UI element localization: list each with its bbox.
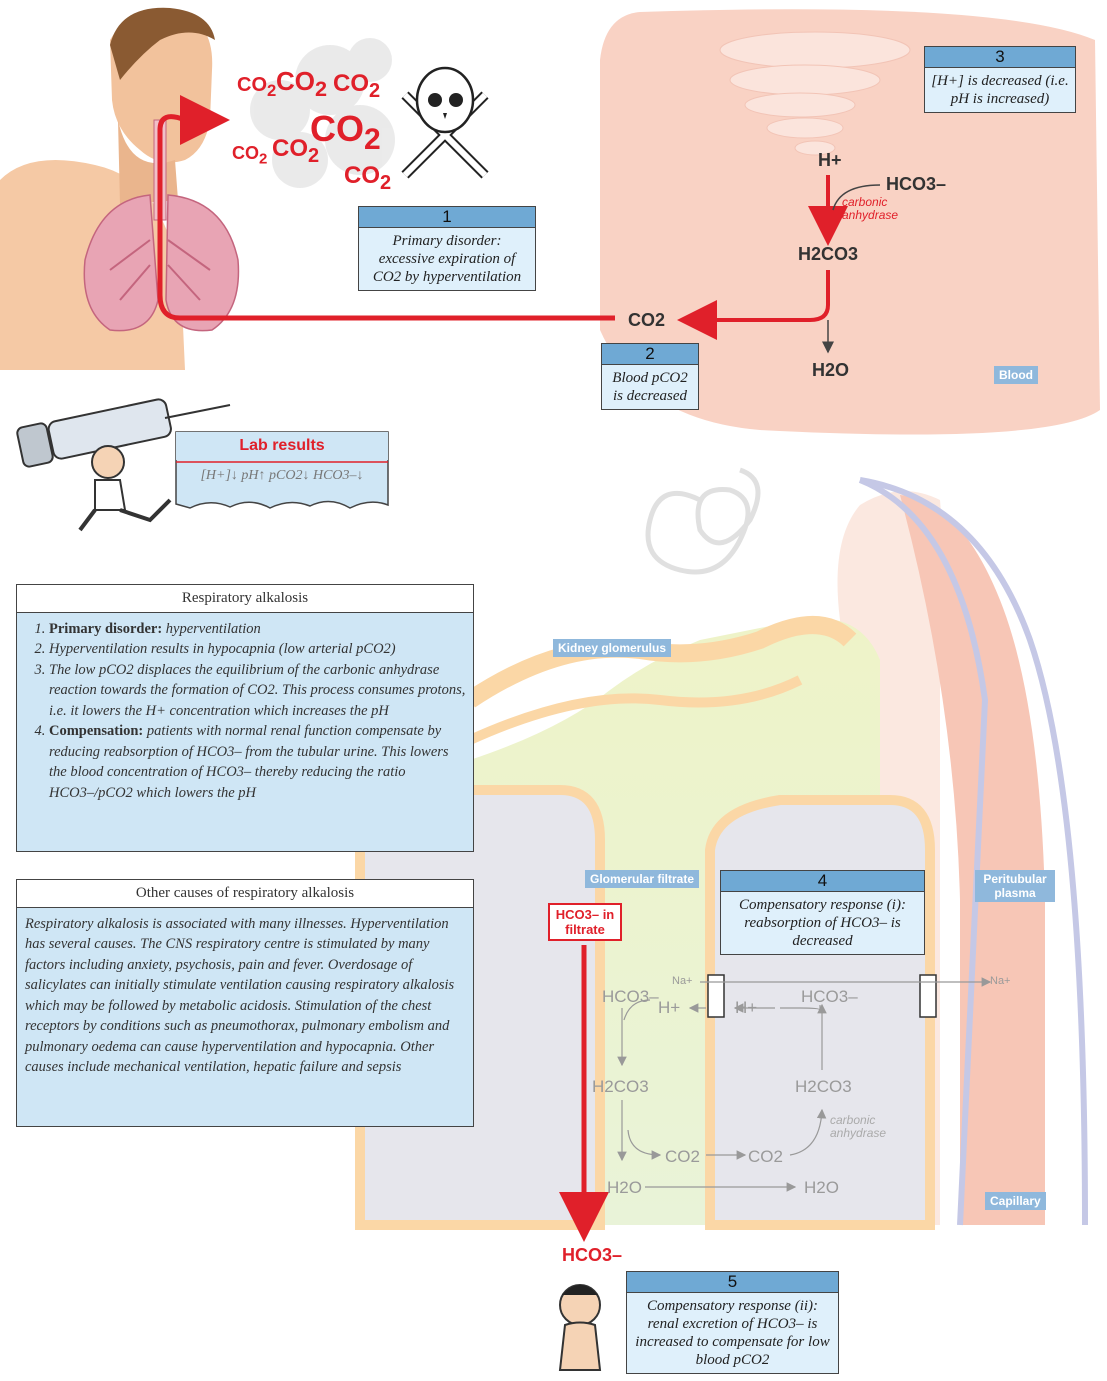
hco3-cell-label: HCO3– xyxy=(801,987,858,1007)
list-item: Compensation: patients with normal renal… xyxy=(49,721,467,803)
co2-cell-label: CO2 xyxy=(748,1147,783,1167)
h2co3-label: H2CO3 xyxy=(798,244,858,265)
co2-label: CO2 xyxy=(237,74,276,101)
step-text: Compensatory response (i): reabsorption … xyxy=(721,892,924,954)
lab-results-values: [H+]↓ pH↑ pCO2↓ HCO3–↓ xyxy=(176,468,388,484)
co2-label: CO2 xyxy=(333,70,380,103)
co2-label: CO2 xyxy=(344,162,391,195)
step-text: [H+] is decreased (i.e. pH is increased) xyxy=(925,68,1075,112)
enzyme-label: carbonic anhydrase xyxy=(842,196,922,222)
step-4-box: 4 Compensatory response (i): reabsorptio… xyxy=(720,870,925,955)
step-2-box: 2 Blood pCO2 is decreased xyxy=(601,343,699,410)
blood-tag: Blood xyxy=(994,366,1038,384)
step-1-box: 1 Primary disorder: excessive expiration… xyxy=(358,206,536,291)
co2-label: CO2 xyxy=(272,135,319,168)
capillary-tag: Capillary xyxy=(985,1192,1046,1210)
list-item: Primary disorder: hyperventilation xyxy=(49,619,467,640)
alkalosis-list: Primary disorder: hyperventilation Hyper… xyxy=(49,619,467,804)
list-item: The low pCO2 displaces the equilibrium o… xyxy=(49,660,467,722)
co2-lumen-label: CO2 xyxy=(665,1147,700,1167)
list-item: Hyperventilation results in hypocapnia (… xyxy=(49,639,467,660)
co2-label: CO2 xyxy=(276,66,327,102)
step-number: 3 xyxy=(925,47,1075,68)
lab-results-title: Lab results xyxy=(176,437,388,455)
hco3-filtrate-label: HCO3– in filtrate xyxy=(548,903,622,941)
panel-title: Respiratory alkalosis xyxy=(17,585,473,613)
panel-title: Other causes of respiratory alkalosis xyxy=(17,880,473,908)
hco3-label: HCO3– xyxy=(886,174,946,195)
h-lumen-label: H+ xyxy=(658,998,680,1018)
co2-label: CO2 xyxy=(232,143,267,168)
h2co3-lumen-label: H2CO3 xyxy=(592,1077,649,1097)
child-icon xyxy=(560,1285,600,1370)
hco3-excreted-label: HCO3– xyxy=(562,1245,622,1266)
h2o-cell-label: H2O xyxy=(804,1178,839,1198)
skull-crossbones-icon xyxy=(405,68,485,175)
glomerular-filtrate-tag: Glomerular filtrate xyxy=(585,870,699,888)
na-plasma-label: Na+ xyxy=(990,975,1011,987)
step-number: 1 xyxy=(359,207,535,228)
step-number: 2 xyxy=(602,344,698,365)
co2-label: CO2 xyxy=(310,108,381,157)
enzyme-cell-label: carbonic anhydrase xyxy=(830,1114,900,1140)
na-lumen-label: Na+ xyxy=(672,975,693,987)
other-causes-panel: Other causes of respiratory alkalosis Re… xyxy=(16,879,474,1127)
respiratory-alkalosis-panel: Respiratory alkalosis Primary disorder: … xyxy=(16,584,474,852)
step-5-box: 5 Compensatory response (ii): renal excr… xyxy=(626,1271,839,1374)
step-number: 4 xyxy=(721,871,924,892)
h2o-lumen-label: H2O xyxy=(607,1178,642,1198)
step-number: 5 xyxy=(627,1272,838,1293)
step-text: Compensatory response (ii): renal excret… xyxy=(627,1293,838,1373)
hco3-lumen-label: HCO3– xyxy=(602,987,659,1007)
h2co3-cell-label: H2CO3 xyxy=(795,1077,852,1097)
co2-blood-label: CO2 xyxy=(628,310,665,331)
kidney-glomerulus-tag: Kidney glomerulus xyxy=(553,639,671,657)
other-causes-text: Respiratory alkalosis is associated with… xyxy=(25,914,465,1078)
h2o-label: H2O xyxy=(812,360,849,381)
h-cell-label: H+ xyxy=(735,998,757,1018)
step-3-box: 3 [H+] is decreased (i.e. pH is increase… xyxy=(924,46,1076,113)
step-text: Blood pCO2 is decreased xyxy=(602,365,698,409)
step-text: Primary disorder: excessive expiration o… xyxy=(359,228,535,290)
h-plus-label: H+ xyxy=(818,150,842,171)
peritubular-plasma-tag: Peritubular plasma xyxy=(975,870,1055,902)
